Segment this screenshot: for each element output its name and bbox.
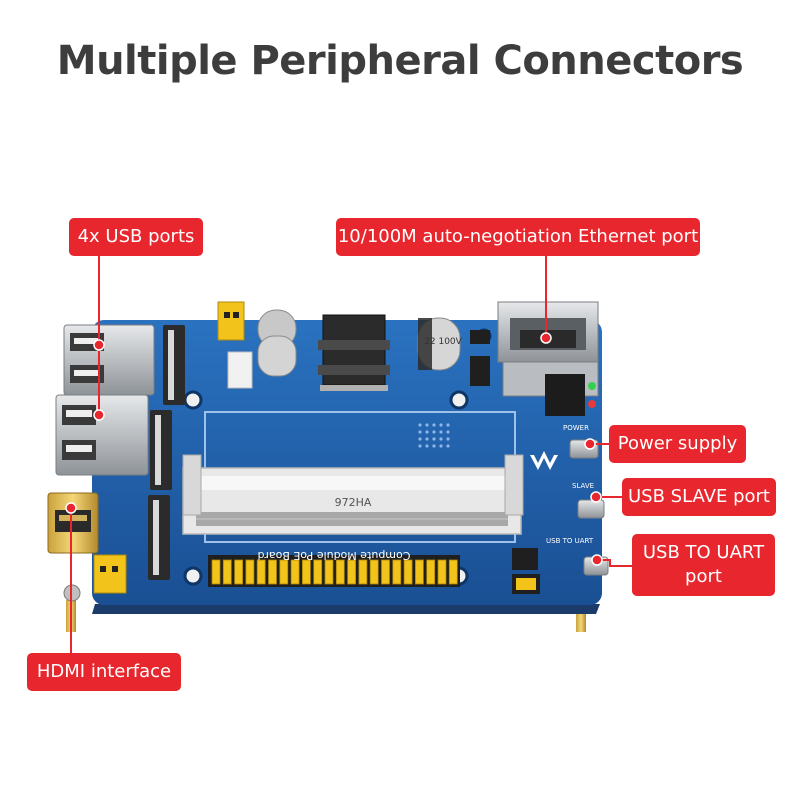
gpio-pin (279, 559, 289, 585)
gpio-pin (426, 559, 436, 585)
cap-label: 22 100V (424, 337, 462, 347)
latch-left (182, 454, 202, 516)
gpio-pin (403, 559, 413, 585)
gpio-pin (369, 559, 379, 585)
callout-usb-slave: USB SLAVE port (622, 478, 776, 516)
gpio-pin (347, 559, 357, 585)
hdmi-port (47, 492, 99, 554)
gpio-pin (268, 559, 277, 585)
gpio-pin (245, 559, 255, 585)
gpio-pin (222, 559, 232, 585)
usb-stack-top (63, 324, 155, 396)
board-silkscreen: Compute Module PoE Board (258, 549, 411, 562)
jumper-top (217, 301, 253, 389)
gpio-pin (381, 559, 390, 585)
gpio-pins (211, 559, 458, 585)
callout-hdmi: HDMI interface (27, 653, 181, 691)
brand-logo (530, 451, 558, 470)
gpio-pin (324, 559, 334, 585)
gpio-pin (335, 559, 345, 585)
latch-right (504, 454, 524, 516)
callout-usb-uart-line2: port (685, 566, 722, 587)
capacitors (257, 309, 461, 377)
gpio-pin (437, 559, 447, 585)
callout-power-supply: Power supply (609, 425, 746, 463)
uart-label: USB TO UART (546, 537, 594, 545)
callout-ethernet-port: 10/100M auto-negotiation Ethernet port (336, 218, 700, 256)
page-title: Multiple Peripheral Connectors (56, 38, 744, 84)
gpio-pin (313, 559, 323, 585)
ic-chips (470, 330, 538, 570)
slave-label: SLAVE (572, 482, 594, 490)
gpio-pin (234, 559, 244, 585)
chip-label: 972HA (335, 496, 372, 509)
callout-usb-ports: 4x USB ports (69, 218, 203, 256)
usb-stack-bottom (55, 394, 149, 476)
gpio-pin (448, 559, 458, 585)
board-edge (92, 604, 600, 614)
standoff (576, 600, 586, 632)
gpio-pin (414, 559, 424, 585)
callout-usb-uart: USB TO UART port (632, 534, 775, 596)
pwr-label: POWER (563, 424, 589, 432)
gpio-pin (358, 559, 368, 585)
gpio-pin (392, 559, 402, 585)
leader-dots (65, 332, 603, 566)
gpio-pin (301, 559, 311, 585)
gpio-pin (290, 559, 300, 585)
gpio-pin (211, 559, 221, 585)
callout-usb-uart-line1: USB TO UART (642, 541, 765, 563)
gpio-pin (256, 559, 266, 585)
transformer (318, 314, 390, 391)
